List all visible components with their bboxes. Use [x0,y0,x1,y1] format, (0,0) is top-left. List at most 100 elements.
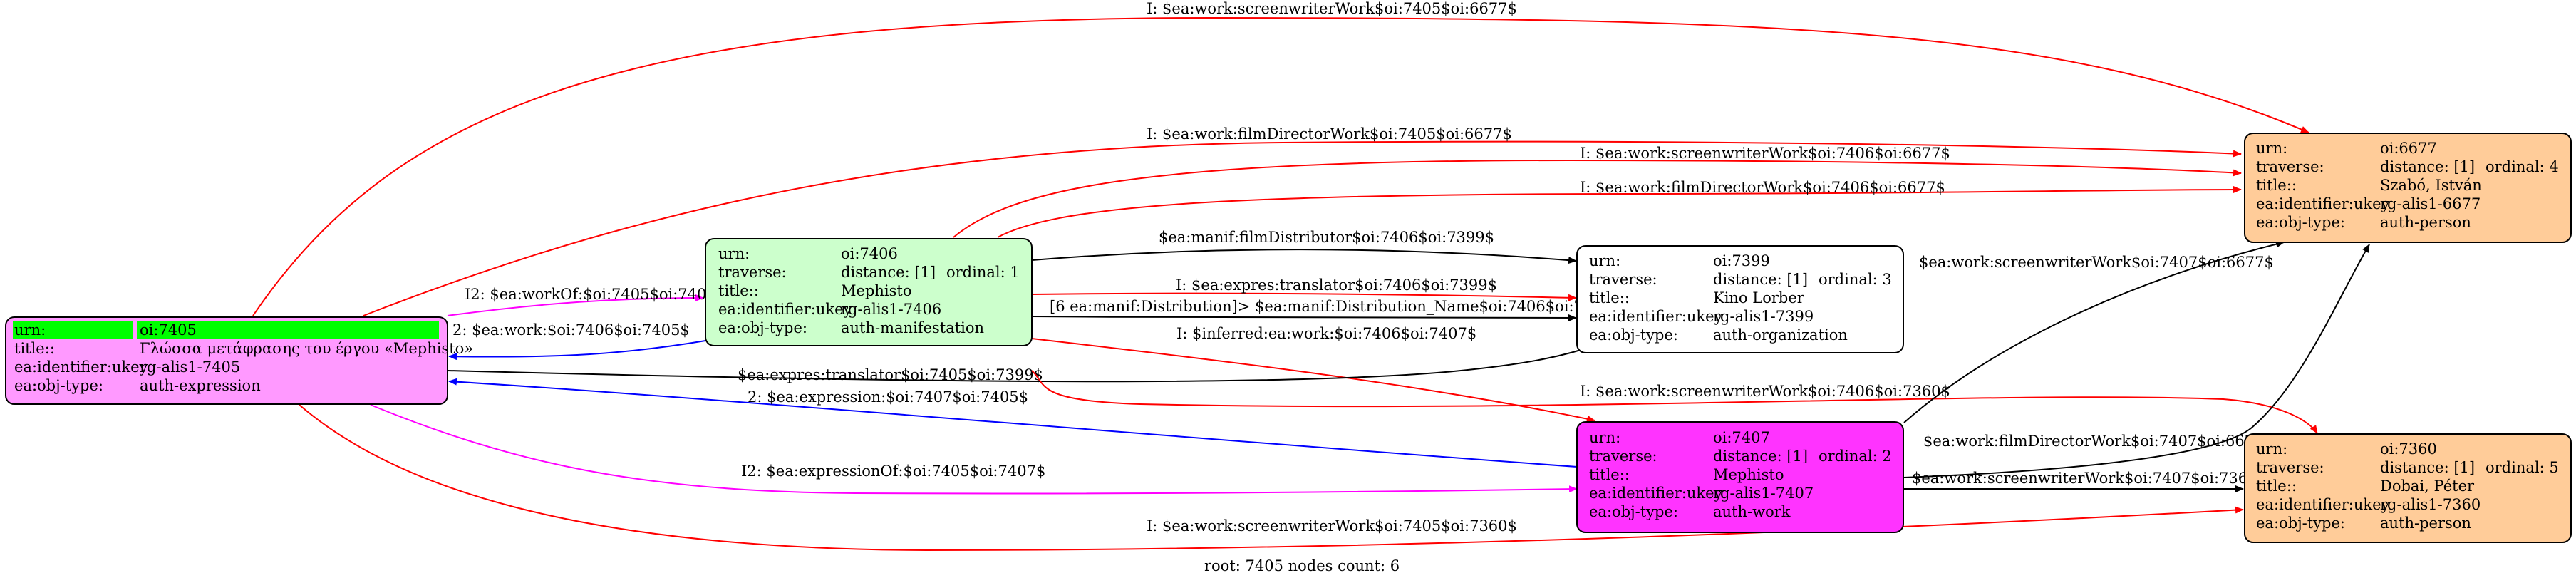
edge-label: I: $ea:expres:translator$oi:7406$oi:7399… [1176,277,1497,294]
node-field-key: title:: [2256,478,2297,495]
edge-label: I: $ea:work:screenwriterWork$oi:7405$oi:… [1147,0,1517,17]
edge-7406-7399-translator [1031,292,1577,301]
node-field-key: ea:obj-type: [2256,214,2345,231]
node-field-value: distance: [1] [1713,448,1808,465]
node-field-extra: ordinal: 1 [946,264,1020,281]
edge-label: $ea:manif:filmDistributor$oi:7406$oi:739… [1159,229,1494,246]
node-field-key: traverse: [2256,459,2324,476]
edge-7406-7399-distributor [1031,249,1577,264]
node-field-extra: ordinal: 4 [2486,158,2559,175]
node-field-key: title:: [1589,466,1630,483]
node-field-key: ea:identifier:ukey [2256,195,2390,212]
node-field-value: auth-expression [140,377,261,394]
node-field-extra: ordinal: 5 [2486,459,2559,476]
node-field-key: urn: [2256,140,2287,157]
nodes: urn: oi:7405 title:: Γλώσσα μετάφρασης τ… [5,133,2572,543]
edge-7406-6677-filmdirector [997,186,2242,238]
node-field-key: ea:obj-type: [2256,515,2345,532]
node-field-value: Dobai, Péter [2380,478,2475,495]
node-field-key: traverse: [1589,448,1657,465]
node-field-value: rg-alis1-6677 [2380,195,2481,212]
edge-7406-7405-work [448,340,706,361]
edge-7407-6677-filmdirector [1903,244,2370,478]
edge-7405-6677-filmdirector [363,140,2242,316]
node-field-value: Mephisto [1713,466,1784,483]
edge-label: I2: $ea:workOf:$oi:7405$oi:7406$ [465,286,725,303]
node-field-key: ea:identifier:ukey [14,358,148,376]
node-field-key: ea:identifier:ukey [718,301,852,318]
edge-7406-6677-screenwriter [953,159,2242,238]
node-field-value: oi:7407 [1713,429,1770,446]
node-field-value: distance: [1] [841,264,936,281]
node-field-value: auth-manifestation [841,319,984,336]
edge-label: I: $ea:work:screenwriterWork$oi:7406$oi:… [1580,383,1950,400]
node-field-key: ea:obj-type: [1589,503,1678,520]
node-field-value: auth-organization [1713,326,1848,344]
node-field-key: urn: [718,245,750,262]
node-field-key: title:: [14,340,55,357]
node-field-key: title:: [1589,289,1630,306]
edge-label: I: $ea:work:filmDirectorWork$oi:7405$oi:… [1147,125,1512,143]
node-field-value: distance: [1] [2380,459,2475,476]
node-7405[interactable]: urn: oi:7405 title:: Γλώσσα μετάφρασης τ… [5,316,473,405]
node-field-key: ea:identifier:ukey [1589,308,1723,325]
edge-label: 2: $ea:work:$oi:7406$oi:7405$ [452,321,690,339]
node-field-value: Kino Lorber [1713,289,1805,306]
node-field-key: ea:obj-type: [14,377,103,394]
node-7407[interactable]: urn: oi:7407 traverse: distance: [1] ord… [1576,421,1904,533]
node-field-key: traverse: [2256,158,2324,175]
node-field-key: urn: [1589,429,1620,446]
edge-7405-7360-screenwriter [299,404,2244,552]
node-field-key: traverse: [1589,271,1657,288]
edge-7405-7406-workof [447,294,704,316]
edges: I: $ea:work:screenwriterWork$oi:7405$oi:… [252,0,2370,552]
node-field-extra: ordinal: 2 [1819,448,1892,465]
edge-7405-6677-screenwriter [252,16,2309,316]
graph-caption: root: 7405 nodes count: 6 [1204,557,1400,574]
node-field-key: title:: [718,282,759,299]
node-field-value: distance: [1] [1713,271,1808,288]
edge-7406-7360-screenwriter [1031,370,2318,434]
edge-7407-7405-expression [448,378,1578,468]
edge-label: [6 ea:manif:Distribution]> $ea:manif:Dis… [1050,298,1631,315]
edge-7405-7399-translator [447,344,1597,383]
node-field-key: ea:identifier:ukey [1589,485,1723,502]
node-field-value: Mephisto [841,282,911,299]
edge-label: 2: $ea:expression:$oi:7407$oi:7405$ [748,388,1028,406]
node-field-key: ea:obj-type: [718,319,807,336]
node-field-value: distance: [1] [2380,158,2475,175]
edge-label: $ea:work:screenwriterWork$oi:7407$oi:667… [1919,254,2274,271]
node-field-value: oi:7360 [2380,440,2437,458]
node-field-value: oi:7399 [1713,252,1770,269]
node-field-value: Szabó, István [2380,177,2482,194]
node-field-value: oi:6677 [2380,140,2437,157]
edge-label: $ea:expres:translator$oi:7405$oi:7399$ [738,366,1043,383]
node-7399[interactable]: urn: oi:7399 traverse: distance: [1] ord… [1576,245,1904,353]
node-field-key: ea:obj-type: [1589,326,1678,344]
edge-label: I: $ea:work:screenwriterWork$oi:7406$oi:… [1580,145,1950,162]
node-header-value-bg [137,321,439,339]
node-field-value: rg-alis1-7405 [140,358,240,376]
node-field-value: rg-alis1-7360 [2380,496,2481,513]
node-field-key: urn: [1589,252,1620,269]
edge-7405-7407-expressionof [370,404,1578,495]
edge-label: $ea:work:screenwriterWork$oi:7407$oi:736… [1912,470,2267,487]
edge-label: $ea:work:filmDirectorWork$oi:7407$oi:667… [1923,433,2273,450]
node-7406[interactable]: urn: oi:7406 traverse: distance: [1] ord… [705,238,1033,346]
node-field-key: traverse: [718,264,787,281]
edge-label: I: $inferred:ea:work:$oi:7406$oi:7407$ [1176,325,1476,342]
node-field-value: rg-alis1-7407 [1713,485,1814,502]
node-field-value: rg-alis1-7406 [841,301,941,318]
node-field-extra: ordinal: 3 [1819,271,1892,288]
node-field-value: auth-person [2380,515,2471,532]
node-7360[interactable]: urn: oi:7360 traverse: distance: [1] ord… [2244,433,2572,543]
node-6677[interactable]: urn: oi:6677 traverse: distance: [1] ord… [2244,133,2572,243]
edge-7406-7399-distribution-name [1031,314,1577,321]
node-field-value: oi:7406 [841,245,898,262]
node-field-key: ea:identifier:ukey [2256,496,2390,513]
node-field-key: title:: [2256,177,2297,194]
node-field-value: Γλώσσα μετάφρασης του έργου «Mephisto» [140,340,473,357]
node-field-key: urn: [2256,440,2287,458]
node-field-value: auth-person [2380,214,2471,231]
